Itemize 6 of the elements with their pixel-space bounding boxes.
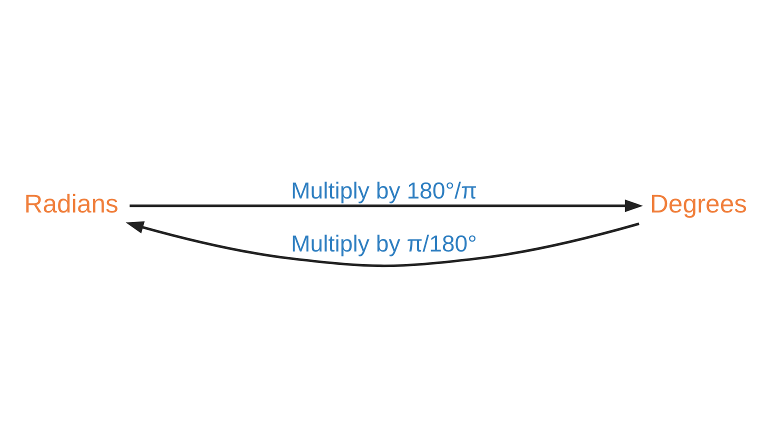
- edge-label: Multiply by π/180°: [291, 230, 477, 256]
- arrow: [130, 199, 643, 212]
- node-text: Radians: [24, 190, 118, 218]
- arrow: [126, 220, 640, 267]
- edge-label: Multiply by 180°/π: [291, 177, 477, 204]
- node-text: Degrees: [650, 190, 747, 218]
